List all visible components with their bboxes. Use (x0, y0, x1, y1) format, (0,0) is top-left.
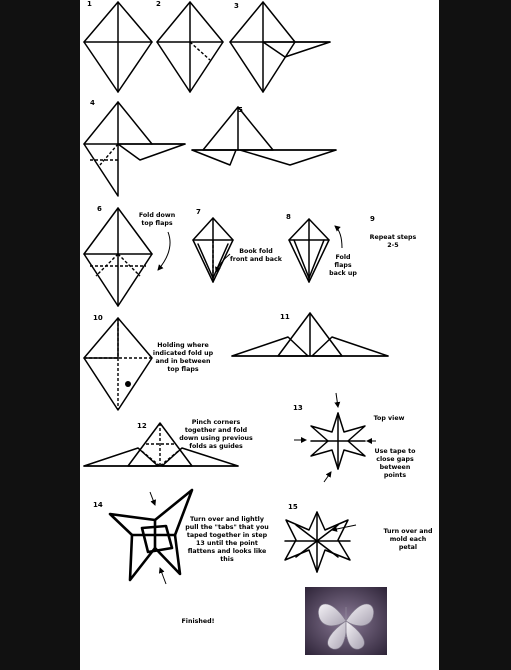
step-14-diagram (108, 488, 194, 585)
origami-diagram (83, 1, 389, 585)
step-13-diagram (294, 392, 376, 483)
step-12-diagram (83, 422, 239, 467)
note-top-view: Top view (373, 415, 405, 422)
step-3-diagram (229, 1, 331, 93)
step-1-diagram (83, 1, 153, 93)
step-number: 12 (137, 422, 147, 430)
note-turn-over-mold: Turn over and mold each petal (383, 528, 433, 551)
note-book-fold: Book fold front and back (230, 248, 282, 263)
step-number: 10 (93, 314, 103, 322)
note-turn-over-pull: Turn over and lightly pull the "tabs" th… (185, 516, 269, 563)
step-2-diagram (156, 1, 224, 93)
step-number: 2 (156, 0, 161, 8)
step-number: 15 (288, 503, 298, 511)
step-5-diagram (191, 106, 337, 166)
instruction-sheet: 1 2 3 4 5 6 7 8 9 10 11 12 13 14 15 Fold… (80, 0, 439, 670)
step-number: 9 (370, 215, 375, 223)
step-number: 14 (93, 501, 103, 509)
step-8-diagram (288, 218, 343, 283)
step-6-diagram (83, 207, 171, 307)
step-number: 6 (97, 205, 102, 213)
note-repeat-steps: Repeat steps 2-5 (369, 234, 417, 249)
step-number: 7 (196, 208, 201, 216)
note-finished: Finished! (181, 618, 215, 625)
step-number: 4 (90, 99, 95, 107)
step-4-diagram (83, 101, 186, 197)
finished-flower-photo (305, 587, 387, 655)
note-fold-down-top-flaps: Fold down top flaps (138, 212, 176, 227)
step-15-diagram (284, 511, 357, 573)
step-number: 8 (286, 213, 291, 221)
step-number: 13 (293, 404, 303, 412)
step-number: 5 (238, 106, 243, 114)
step-number: 1 (87, 0, 92, 8)
step-number: 11 (280, 313, 290, 321)
note-holding-where: Holding where indicated fold up and in b… (152, 342, 214, 373)
step-11-diagram (231, 312, 389, 357)
step-7-diagram (192, 217, 234, 283)
step-number: 3 (234, 2, 239, 10)
note-fold-flaps-back-up: Fold flaps back up (329, 254, 357, 277)
note-use-tape: Use tape to close gaps between points (374, 448, 416, 479)
note-pinch-corners: Pinch corners together and fold down usi… (179, 419, 253, 450)
step-10-diagram (83, 317, 153, 411)
